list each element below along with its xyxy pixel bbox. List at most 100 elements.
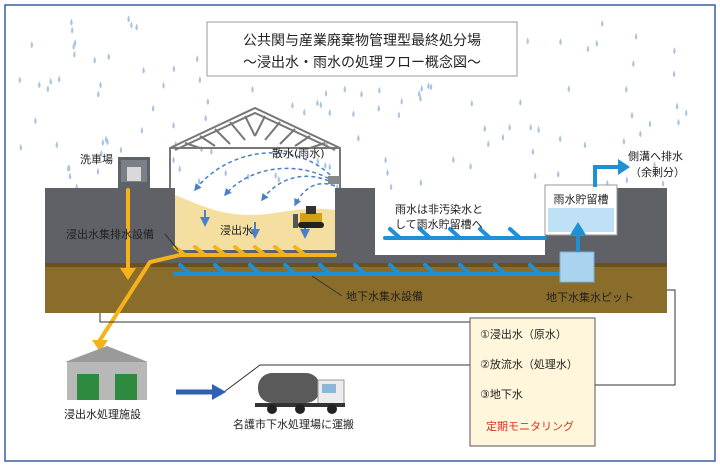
rain-drop [360, 90, 363, 98]
treatment-facility-icon [65, 346, 148, 400]
rain-drop [30, 41, 34, 49]
rain-drop [73, 50, 76, 58]
rain-drop [583, 141, 587, 149]
rain-drop [419, 94, 422, 102]
pit-to-tank-arrow [570, 222, 586, 235]
rain-drop [529, 123, 532, 131]
rain-drop [195, 55, 199, 63]
monitoring-item-2: ②放流水（処理水） [480, 357, 578, 371]
leachate-drain-label: 浸出水集排水設備 [66, 227, 154, 241]
rain-drop [397, 111, 401, 119]
monitoring-heading: 定期モニタリング [486, 419, 574, 433]
rain-drop [377, 104, 381, 112]
rain-drop [274, 171, 277, 179]
rain-drop [210, 147, 213, 155]
rain-tank-label: 雨水貯留槽 [554, 193, 609, 206]
car-wash-label: 洗車場 [80, 152, 113, 166]
rain-drop [316, 157, 320, 165]
rain-drop [352, 110, 355, 118]
rain-drop [357, 134, 360, 142]
rain-drop [99, 81, 102, 89]
car-wash-icon [118, 157, 150, 189]
rain-drop [70, 26, 74, 34]
rain-drop [328, 163, 332, 171]
side-ditch-label-2: （余剰分） [630, 165, 685, 179]
middle-embankment [335, 188, 375, 263]
rain-drop [483, 125, 487, 132]
rain-drop [172, 121, 175, 129]
rain-drop [119, 146, 123, 154]
rain-drop [107, 53, 111, 61]
rain-drop [634, 32, 638, 40]
groundwater-pit-label: 地下水集水ピット [546, 290, 634, 304]
rain-drop [55, 141, 59, 149]
rain-drop [632, 60, 635, 67]
rain-drop [558, 135, 562, 143]
title-line-2: ～浸出水・雨水の処理フロー概念図～ [243, 54, 481, 71]
overflow-arrow [618, 159, 630, 175]
groundwater-pit [559, 251, 595, 283]
side-ditch-label-1: 側溝へ排水 [628, 149, 683, 163]
rain-drop [537, 126, 540, 133]
rain-drop [519, 98, 522, 106]
facility-to-truck-arrow [212, 384, 226, 400]
treatment-facility-label: 浸出水処理施設 [64, 407, 141, 421]
rain-drop [172, 65, 176, 73]
rain-drop [429, 83, 433, 91]
rain-drop [224, 169, 227, 177]
rain-drop [673, 47, 676, 55]
title-box [206, 21, 518, 77]
rain-drop [600, 19, 604, 27]
rain-drop [684, 109, 688, 117]
rain-drop [291, 101, 294, 109]
rain-drop [661, 179, 665, 187]
rain-drop [452, 156, 455, 163]
rain-drop [501, 133, 505, 141]
rain-drop [559, 38, 562, 46]
rain-drop [328, 109, 332, 117]
rain-drop [470, 99, 474, 107]
transport-label: 名護市下水処理場に運搬 [233, 417, 354, 431]
rain-drop [204, 114, 207, 122]
rain-drop [595, 39, 599, 47]
rain-drop [389, 183, 393, 191]
rain-drop [653, 161, 656, 169]
rain-drop [97, 90, 100, 98]
rain-drop [57, 75, 61, 83]
rain-drop [469, 162, 472, 170]
overflow-pipe [593, 165, 618, 187]
rain-drop [556, 170, 560, 178]
rain-drop [178, 165, 181, 173]
rain-note-line-1: 雨水は非汚染水と [395, 202, 483, 216]
rain-drop [378, 86, 381, 94]
rain-drop [526, 37, 529, 45]
rain-drop [625, 176, 629, 184]
rain-drop [672, 70, 676, 78]
rain-drop [508, 123, 511, 131]
outer-frame [4, 4, 716, 462]
tanker-truck-icon [255, 373, 345, 414]
left-embankment [45, 188, 175, 263]
groundwater-drain-leader [311, 275, 343, 297]
leachate-to-facility-arrow [92, 340, 108, 352]
rain-drop [19, 143, 23, 151]
rain-drop [38, 81, 41, 89]
rain-drop [68, 172, 72, 180]
rain-drop [648, 120, 652, 128]
rain-drop [198, 76, 202, 84]
rain-drop [316, 99, 319, 107]
rain-drop [487, 140, 490, 148]
rain-drop [251, 85, 254, 93]
title-line-1: 公共関与産業廃棄物管理型最終処分場 [243, 32, 481, 49]
rain-area-floor [375, 255, 545, 263]
rain-drop [303, 108, 306, 116]
rain-drop [420, 84, 423, 92]
rain-drop [18, 76, 22, 84]
rain-drop [630, 111, 634, 119]
rain-drop [427, 82, 430, 90]
rain-drop [142, 66, 145, 74]
rain-drop [101, 138, 105, 146]
rain-drop [419, 179, 423, 186]
rain-drop [66, 164, 70, 172]
